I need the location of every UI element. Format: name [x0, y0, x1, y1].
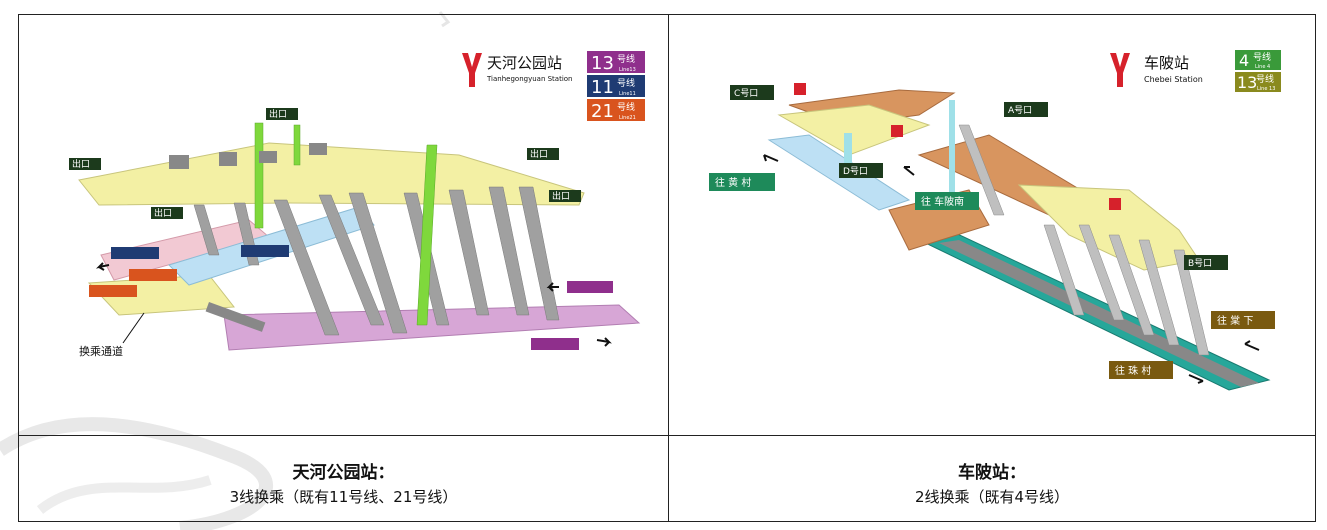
transfer-passage-label: 换乘通道	[79, 344, 123, 358]
svg-text:往 车陂南: 往 车陂南	[921, 195, 964, 208]
svg-text:Line21: Line21	[619, 115, 636, 121]
exit-sign: 出口	[266, 108, 298, 120]
chebei-diagram: 车陂站 Chebei Station 4 号线 Line 4 13 号线 Lin…	[709, 50, 1281, 391]
chebei-caption: 车陂站： 2线换乘（既有4号线）	[669, 435, 1315, 521]
info-icon	[794, 83, 806, 95]
metro-logo-icon	[1110, 53, 1130, 87]
direction-sign	[89, 285, 137, 297]
concourse-level	[777, 104, 931, 156]
exit-sign: 出口	[527, 148, 559, 160]
chebei-diagram-panel: 车陂站 Chebei Station 4 号线 Line 4 13 号线 Lin…	[669, 15, 1315, 435]
exit-sign-c: C号口	[730, 85, 774, 100]
line-transfer-columns	[254, 122, 438, 326]
svg-text:出口: 出口	[269, 108, 287, 120]
line-badge-21: 21 号线 Line21	[587, 99, 645, 122]
svg-text:往 珠 村: 往 珠 村	[1115, 364, 1151, 377]
svg-text:出口: 出口	[552, 190, 570, 202]
direction-sign	[531, 338, 579, 350]
svg-text:13: 13	[1237, 73, 1257, 92]
arrow-icon	[1188, 374, 1204, 384]
line13-track	[939, 240, 1259, 387]
exit-sign: 出口	[549, 190, 581, 202]
exit-sign-a: A号口	[1004, 102, 1048, 117]
svg-text:Line 4: Line 4	[1255, 64, 1270, 70]
light-blue-columns	[844, 100, 955, 210]
direction-sign	[241, 245, 289, 257]
svg-text:号线: 号线	[1253, 51, 1271, 63]
station-name: 车陂站	[1144, 54, 1189, 72]
exit-sign: 出口	[69, 158, 101, 170]
svg-text:4: 4	[1239, 51, 1249, 70]
svg-text:往 黄 村: 往 黄 村	[715, 176, 751, 189]
svg-text:出口: 出口	[530, 148, 548, 160]
tianhegongyuan-diagram: 天河公园站 Tianhegongyuan Station 13 号线 Line1…	[69, 51, 645, 358]
svg-text:Line 13: Line 13	[1257, 86, 1275, 92]
station-name-en: Tianhegongyuan Station	[486, 75, 573, 83]
svg-text:号线: 号线	[617, 53, 635, 65]
arrow-icon	[546, 282, 559, 292]
direction-sign	[111, 247, 159, 259]
concourse-level	[78, 142, 585, 206]
station-name: 天河公园站	[487, 54, 562, 72]
line-badge-13: 13 号线 Line13	[587, 51, 645, 74]
station-name-en: Chebei Station	[1144, 75, 1203, 84]
svg-text:Line13: Line13	[619, 67, 636, 73]
exit-sign-b: B号口	[1184, 255, 1228, 270]
comparison-grid: 天河公园站 Tianhegongyuan Station 13 号线 Line1…	[18, 14, 1316, 522]
arrow-icon	[903, 166, 915, 176]
line-badge-4: 4 号线 Line 4	[1235, 50, 1281, 70]
transfer-callout-line	[122, 312, 145, 344]
svg-text:号线: 号线	[617, 101, 635, 113]
info-icon	[1109, 198, 1121, 210]
metro-logo-icon	[462, 53, 482, 87]
info-icon	[891, 125, 903, 137]
svg-text:出口: 出口	[154, 207, 172, 219]
svg-text:13: 13	[591, 53, 614, 74]
svg-text:出口: 出口	[72, 158, 90, 170]
direction-sign	[129, 269, 177, 281]
tianhegongyuan-diagram-panel: 天河公园站 Tianhegongyuan Station 13 号线 Line1…	[19, 15, 669, 435]
support-columns	[958, 124, 1210, 356]
svg-text:Line11: Line11	[619, 91, 636, 97]
caption-subtitle: 2线换乘（既有4号线）	[914, 488, 1070, 506]
caption-subtitle: 3线换乘（既有11号线、21号线）	[229, 488, 458, 506]
caption-title: 天河公园站：	[292, 463, 395, 483]
escalators	[169, 143, 327, 332]
arrow-icon	[596, 337, 612, 347]
line-badge-11: 11 号线 Line11	[587, 75, 645, 98]
arrow-icon	[763, 154, 779, 162]
svg-text:C号口: C号口	[734, 88, 758, 99]
caption-title: 车陂站：	[958, 463, 1026, 483]
arrow-icon	[95, 262, 110, 271]
direction-sign-chebeinan: 往 车陂南	[915, 192, 979, 210]
direction-sign-zhucun: 往 珠 村	[1109, 361, 1173, 379]
svg-text:B号口: B号口	[1188, 258, 1212, 269]
direction-sign	[567, 281, 613, 293]
svg-text:往 棠 下: 往 棠 下	[1217, 314, 1253, 327]
arrow-icon	[1244, 340, 1260, 351]
svg-text:D号口: D号口	[843, 166, 868, 177]
line-badge-13: 13 号线 Line 13	[1235, 72, 1281, 92]
direction-sign-tangxia: 往 棠 下	[1211, 311, 1275, 329]
svg-text:11: 11	[591, 77, 614, 98]
direction-sign-huangcun: 往 黄 村	[709, 173, 775, 191]
tianhegongyuan-caption: 天河公园站： 3线换乘（既有11号线、21号线）	[19, 435, 669, 521]
svg-text:号线: 号线	[1256, 73, 1274, 85]
svg-text:A号口: A号口	[1008, 105, 1032, 116]
svg-text:号线: 号线	[617, 77, 635, 89]
exit-sign: 出口	[151, 207, 183, 219]
svg-text:21: 21	[591, 101, 614, 122]
exit-sign-d: D号口	[839, 163, 883, 178]
